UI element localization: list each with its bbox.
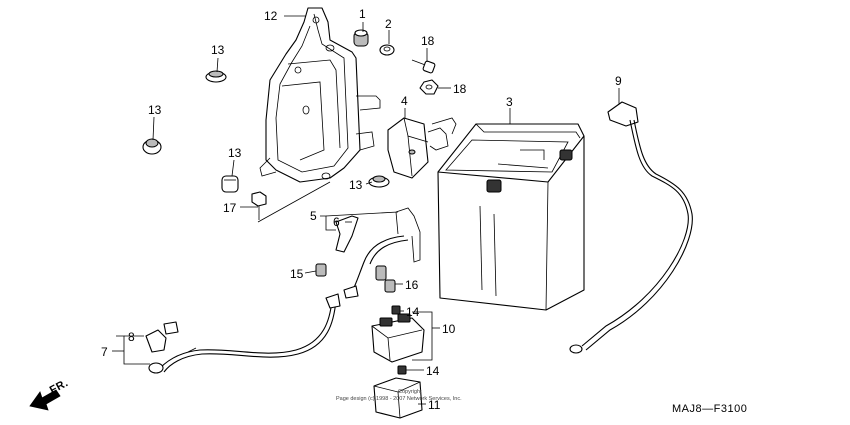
callout-2: 2 [385, 17, 392, 31]
callout-18-lower: 14 [426, 364, 440, 378]
callout-13-left: 13 [148, 103, 162, 117]
rubber-cushion-lower [368, 175, 390, 188]
starter-cable [148, 293, 341, 374]
callout-18-upper: 14 [406, 305, 420, 319]
positive-cable-6 [343, 235, 409, 299]
diagram-code: MAJ8—F3100 [672, 403, 747, 415]
callout-5: 5 [310, 209, 317, 223]
fuse-18-lower [397, 365, 407, 375]
front-direction-arrow: FR. [29, 377, 71, 411]
callout-7: 7 [101, 345, 108, 359]
callout-15: 17 [223, 201, 237, 215]
front-direction-label: FR. [48, 377, 71, 397]
nut-16 [419, 79, 439, 95]
fuse-18-upper [391, 305, 401, 315]
callout-numbers: 12 1 2 18 18 13 13 13 13 17 4 3 9 5 6 15… [101, 7, 622, 412]
rubber-cushion-middle [221, 175, 239, 193]
callout-6: 6 [333, 215, 340, 229]
callout-10: 10 [442, 322, 456, 336]
callout-13-upper: 13 [211, 43, 225, 57]
relay-cover [373, 377, 423, 419]
callout-14-left: 15 [290, 267, 304, 281]
callout-8: 8 [128, 330, 135, 344]
battery [437, 123, 585, 311]
battery-cable-bracket [335, 207, 421, 263]
starter-relay-switch [371, 313, 425, 363]
collar [353, 29, 369, 47]
callout-17: 18 [421, 34, 435, 48]
terminal-cover-8 [145, 321, 179, 353]
callout-13-lower: 13 [349, 178, 363, 192]
callout-3: 3 [506, 95, 513, 109]
bolt-14-left [315, 263, 327, 277]
bolt-17 [411, 59, 436, 74]
bolt-14-right [384, 279, 396, 293]
callout-9: 9 [615, 74, 622, 88]
negative-battery-cable [569, 101, 693, 354]
rubber-cushion-left [142, 138, 162, 155]
watermark-notice: Page design (c) 1998 - 2007 Network Serv… [336, 396, 462, 402]
watermark-copyright: Copyright [398, 389, 422, 395]
callout-11: 11 [428, 398, 441, 412]
callout-12: 12 [264, 9, 278, 23]
leader-lines [112, 15, 620, 405]
washer-nut [379, 44, 395, 56]
callout-13-middle: 13 [228, 146, 242, 160]
callout-1: 1 [359, 7, 366, 21]
battery-box-bracket [259, 7, 381, 183]
bolt-15 [251, 191, 267, 220]
rubber-cushion-upper [205, 70, 227, 83]
callout-16: 18 [453, 82, 467, 96]
relay-4 [387, 117, 457, 179]
callout-14-right: 16 [405, 278, 419, 292]
callout-4: 4 [401, 94, 408, 108]
